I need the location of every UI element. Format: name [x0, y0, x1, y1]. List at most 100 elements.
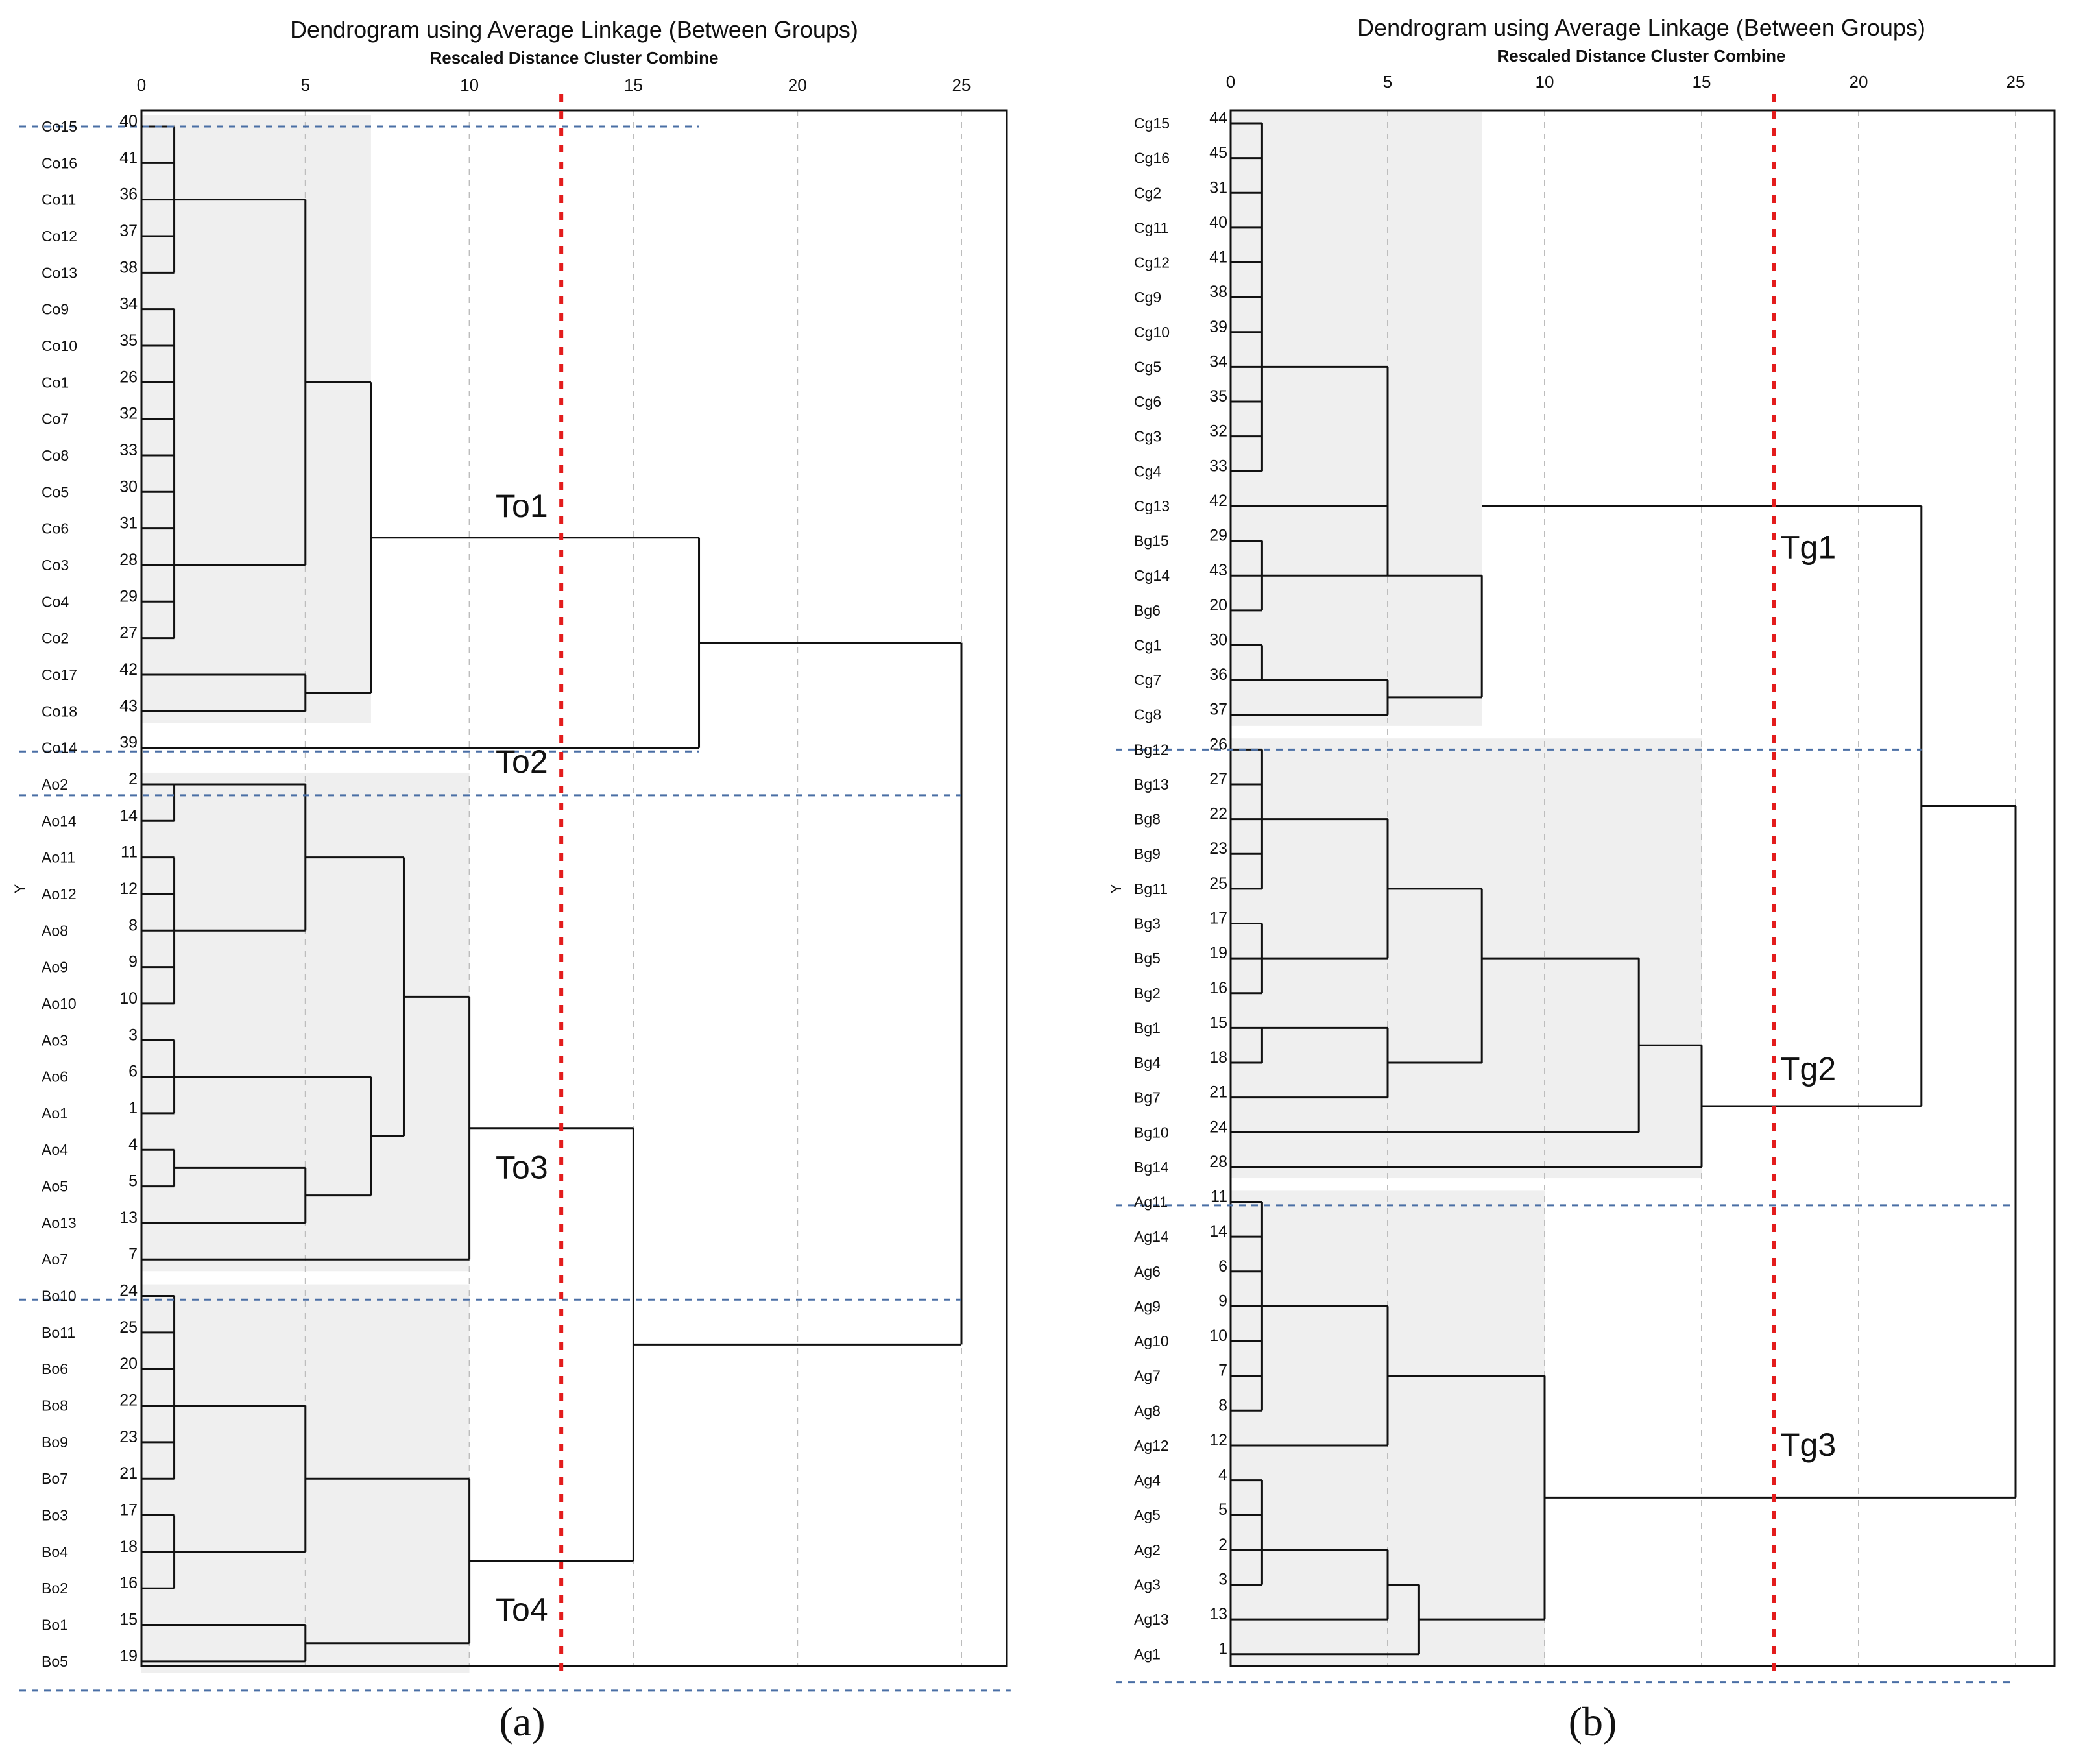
leaf-id-13: 13: [119, 1209, 138, 1227]
leaf-name-ao2: Ao2: [42, 776, 68, 793]
cluster-label-tg2: Tg2: [1780, 1051, 1836, 1087]
leaf-name-cg16: Cg16: [1134, 150, 1170, 167]
leaf-name-bg15: Bg15: [1134, 533, 1169, 550]
x-tick-label-5: 5: [1383, 72, 1392, 91]
leaf-name-ag2: Ag2: [1134, 1541, 1161, 1558]
leaf-id-27: 27: [119, 624, 138, 642]
leaf-name-ag6: Ag6: [1134, 1263, 1161, 1280]
leaf-name-co4: Co4: [42, 593, 69, 610]
leaf-name-ag11: Ag11: [1134, 1194, 1168, 1211]
y-axis-label: Y: [1108, 884, 1124, 893]
leaf-id-23: 23: [119, 1428, 138, 1446]
leaf-id-3: 3: [1218, 1570, 1227, 1588]
leaf-id-37: 37: [1209, 701, 1227, 719]
leaf-name-co13: Co13: [42, 264, 77, 281]
leaf-name-bg12: Bg12: [1134, 741, 1169, 758]
cluster-label-to1: To1: [496, 488, 548, 524]
leaf-id-42: 42: [119, 660, 138, 679]
leaf-name-ag14: Ag14: [1134, 1228, 1169, 1245]
leaf-name-cg2: Cg2: [1134, 184, 1161, 201]
leaf-name-bo9: Bo9: [42, 1434, 68, 1451]
leaf-id-7: 7: [1218, 1362, 1227, 1380]
leaf-name-bg1: Bg1: [1134, 1019, 1161, 1036]
leaf-id-43: 43: [119, 697, 138, 715]
leaf-id-1: 1: [1218, 1640, 1227, 1658]
x-tick-label-25: 25: [952, 75, 971, 95]
plot-frame: [140, 109, 1008, 1667]
leaf-name-co9: Co9: [42, 301, 69, 318]
leaf-name-co5: Co5: [42, 483, 69, 500]
cluster-label-tg3: Tg3: [1780, 1427, 1836, 1463]
leaf-id-34: 34: [119, 295, 138, 313]
leaf-name-co7: Co7: [42, 411, 69, 428]
leaf-name-co12: Co12: [42, 228, 77, 245]
leaf-id-39: 39: [119, 734, 138, 752]
leaf-id-24: 24: [119, 1282, 138, 1300]
leaf-id-18: 18: [119, 1538, 138, 1556]
leaf-id-12: 12: [1209, 1431, 1227, 1449]
x-tick-label-10: 10: [1536, 72, 1554, 91]
leaf-name-ag5: Ag5: [1134, 1506, 1161, 1523]
leaf-id-5: 5: [1218, 1501, 1227, 1519]
panel-label: (b): [1569, 1698, 1617, 1745]
leaf-id-28: 28: [1209, 1153, 1227, 1171]
x-tick-label-20: 20: [1850, 72, 1868, 91]
leaf-id-30: 30: [1209, 631, 1227, 649]
leaf-id-45: 45: [1209, 144, 1227, 162]
leaf-name-cg8: Cg8: [1134, 707, 1161, 723]
cluster-shading-c5: [141, 114, 371, 723]
leaf-name-cg11: Cg11: [1134, 219, 1168, 236]
leaf-name-cg5: Cg5: [1134, 358, 1161, 375]
leaf-id-11: 11: [1211, 1188, 1227, 1206]
leaf-id-4: 4: [1218, 1466, 1227, 1484]
leaf-name-bo3: Bo3: [42, 1507, 68, 1524]
leaf-id-21: 21: [119, 1464, 138, 1482]
leaf-id-7: 7: [128, 1245, 138, 1263]
leaf-name-co8: Co8: [42, 447, 69, 464]
leaf-id-26: 26: [119, 368, 138, 386]
leaf-id-18: 18: [1209, 1048, 1227, 1067]
leaf-name-cg1: Cg1: [1134, 636, 1161, 653]
leaf-name-bo2: Bo2: [42, 1580, 68, 1597]
leaf-id-29: 29: [119, 587, 138, 605]
leaf-name-co14: Co14: [42, 740, 77, 756]
leaf-name-cg10: Cg10: [1134, 324, 1170, 341]
leaf-name-ao14: Ao14: [42, 812, 77, 829]
leaf-name-ao10: Ao10: [42, 995, 77, 1012]
x-tick-label-15: 15: [624, 75, 643, 95]
leaf-name-bo4: Bo4: [42, 1543, 68, 1560]
leaf-id-25: 25: [1209, 875, 1227, 893]
x-tick-label-0: 0: [137, 75, 146, 95]
leaf-id-28: 28: [119, 551, 138, 569]
leaf-id-15: 15: [1209, 1013, 1227, 1032]
leaf-name-ag3: Ag3: [1134, 1576, 1161, 1593]
leaf-name-cg13: Cg13: [1134, 498, 1170, 514]
cluster-label-to3: To3: [496, 1149, 548, 1185]
leaf-id-12: 12: [119, 880, 138, 898]
leaf-id-22: 22: [1209, 805, 1227, 823]
leaf-id-6: 6: [1218, 1257, 1227, 1275]
leaf-id-23: 23: [1209, 840, 1227, 858]
leaf-name-bo1: Bo1: [42, 1617, 68, 1634]
cluster-label-to2: To2: [496, 743, 548, 780]
leaf-id-17: 17: [119, 1501, 138, 1519]
leaf-name-ag7: Ag7: [1134, 1368, 1161, 1384]
leaf-name-co1: Co1: [42, 374, 69, 391]
leaf-name-bg11: Bg11: [1134, 880, 1168, 897]
leaf-name-bg13: Bg13: [1134, 776, 1169, 793]
leaf-id-34: 34: [1209, 352, 1227, 370]
x-tick-label-25: 25: [2007, 72, 2025, 91]
chart-subtitle: Rescaled Distance Cluster Combine: [1497, 46, 1785, 66]
leaf-name-bg2: Bg2: [1134, 985, 1161, 1002]
leaf-name-ag13: Ag13: [1134, 1611, 1169, 1628]
leaf-name-co10: Co10: [42, 337, 77, 354]
leaf-id-32: 32: [1209, 422, 1227, 441]
leaf-name-ao5: Ao5: [42, 1178, 68, 1195]
leaf-name-ao1: Ao1: [42, 1105, 68, 1122]
leaf-id-2: 2: [1218, 1536, 1227, 1554]
leaf-id-42: 42: [1209, 492, 1227, 510]
leaf-id-6: 6: [128, 1063, 138, 1081]
leaf-id-39: 39: [1209, 318, 1227, 336]
leaf-id-41: 41: [1209, 248, 1227, 267]
leaf-name-ag12: Ag12: [1134, 1437, 1169, 1454]
